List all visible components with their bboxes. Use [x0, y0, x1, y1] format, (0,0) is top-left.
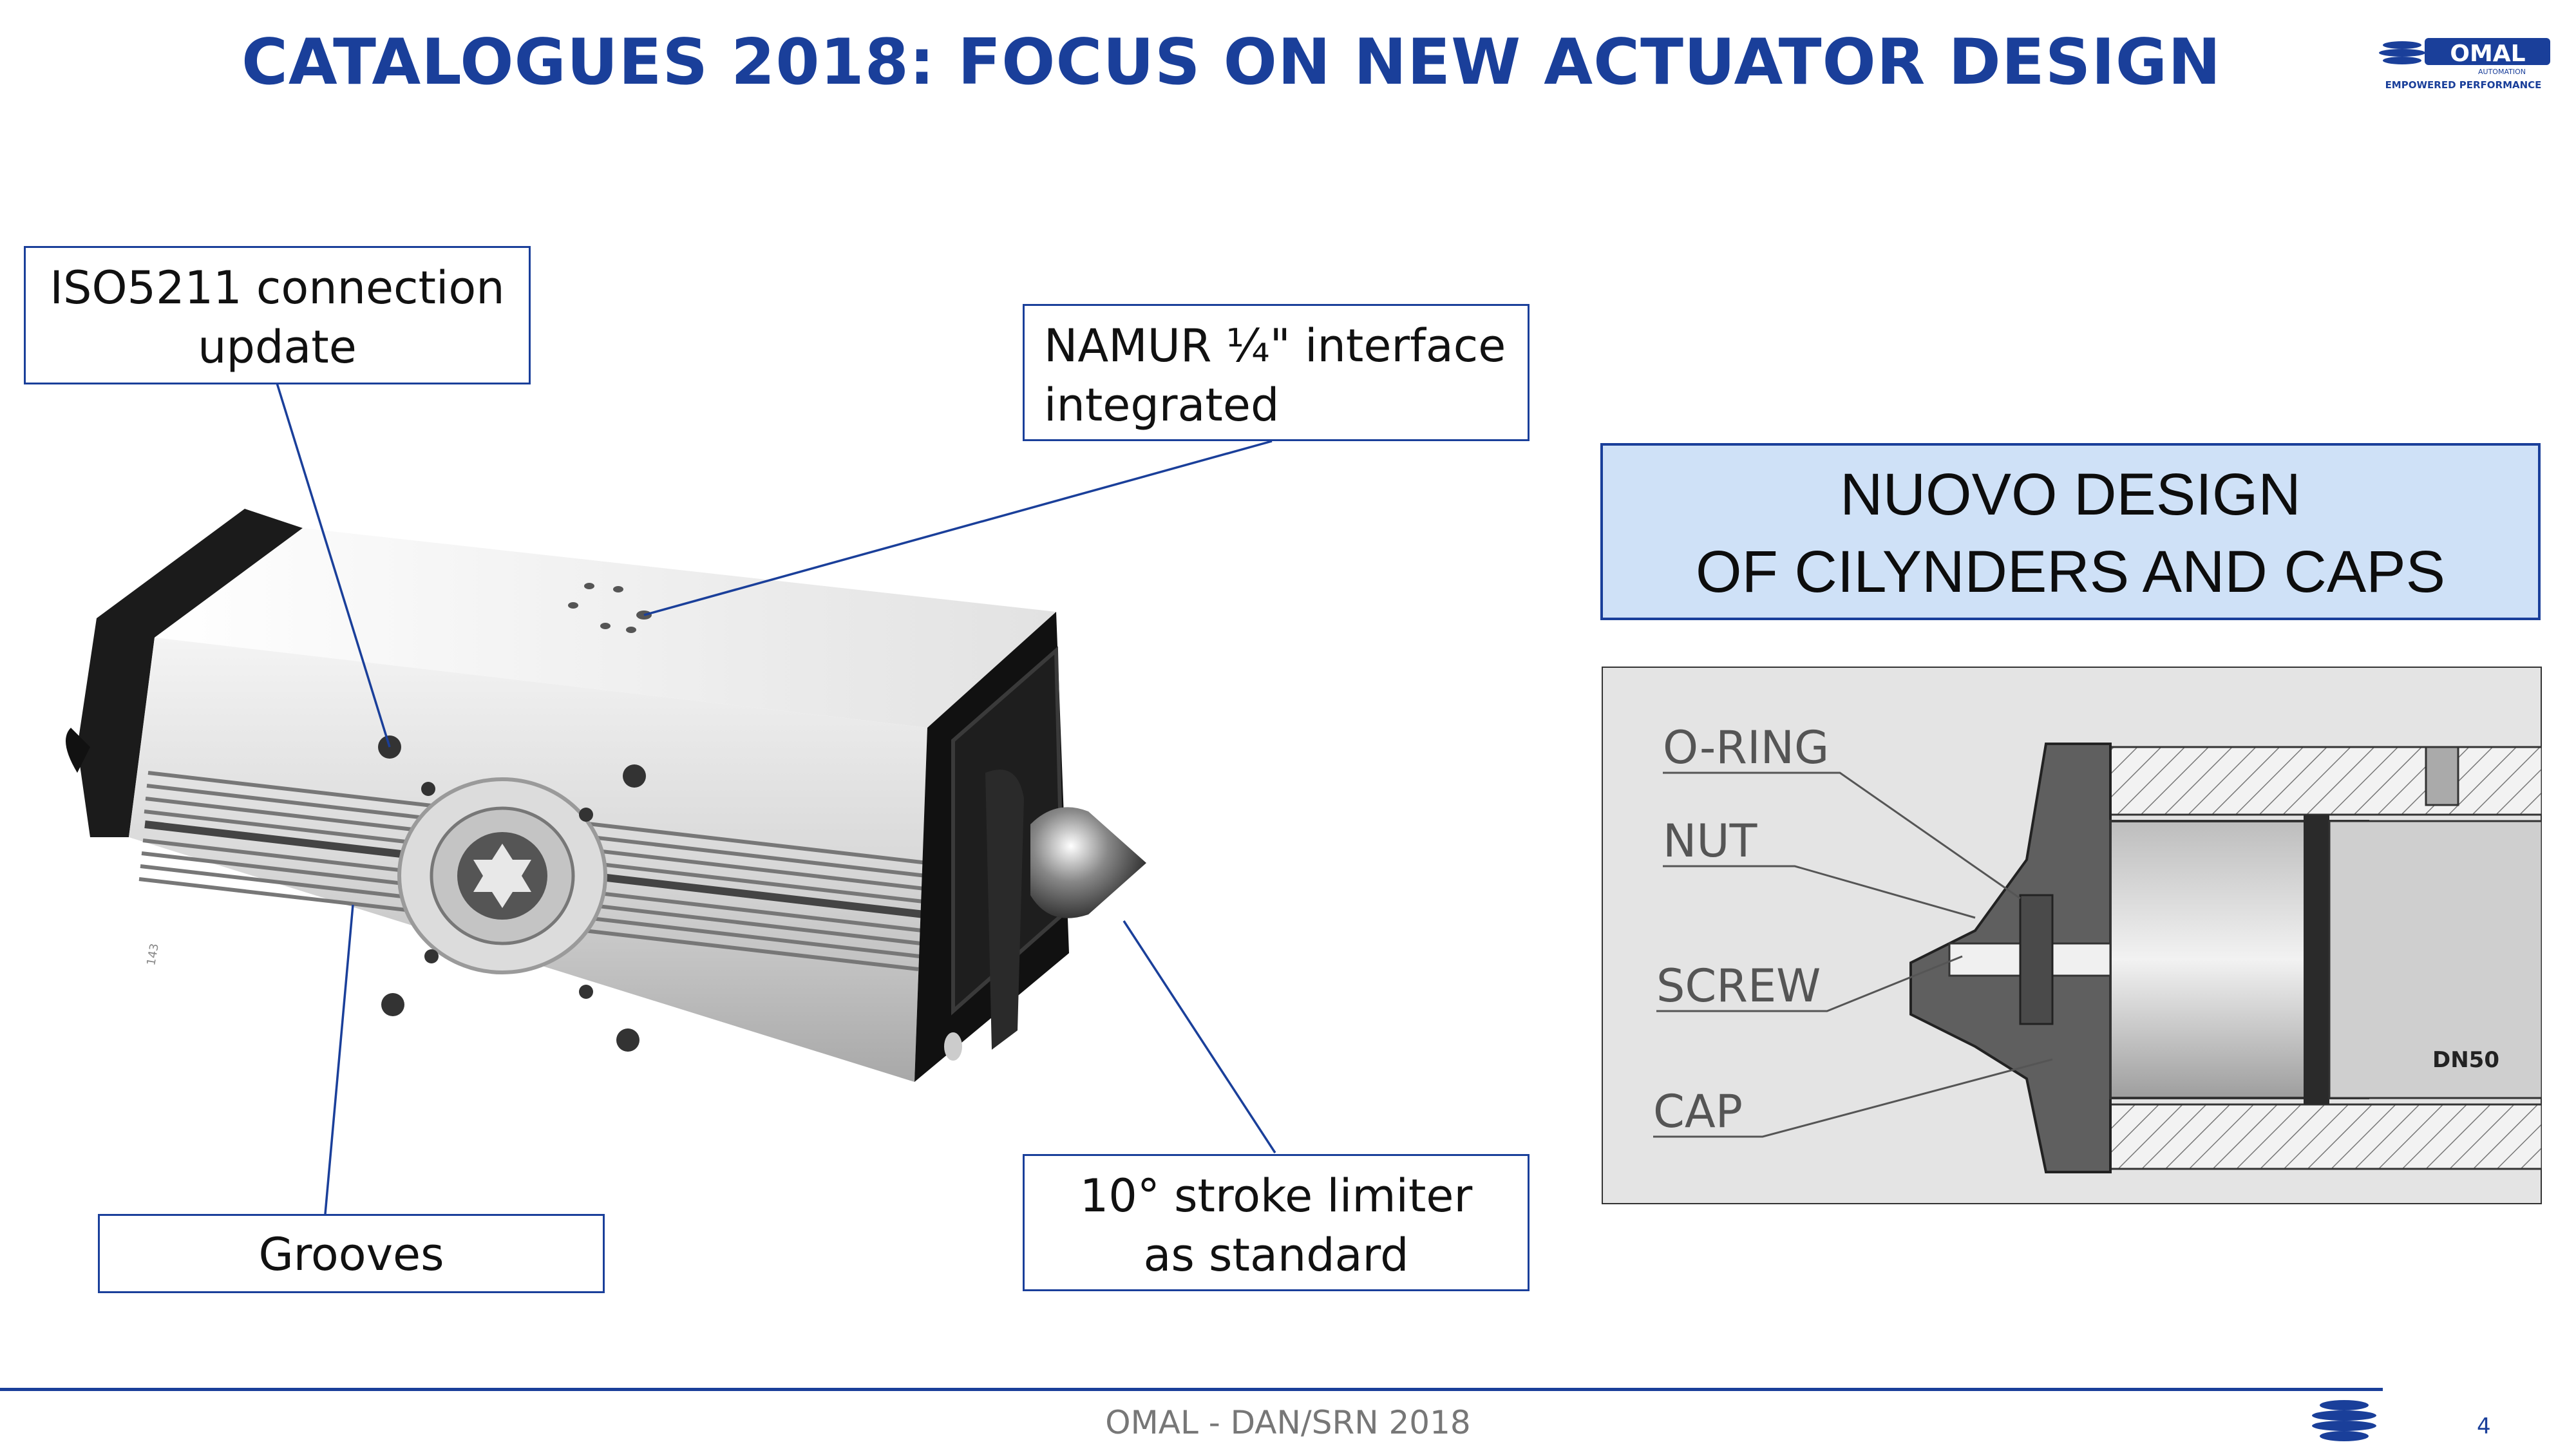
section-label-dn: DN50 [2432, 1047, 2499, 1073]
page-number: 4 [2477, 1414, 2491, 1439]
callout-grooves-line1: Grooves [258, 1228, 444, 1281]
footer-text: OMAL - DAN/SRN 2018 [1105, 1404, 1471, 1441]
logo-sub: AUTOMATION [2478, 68, 2526, 76]
callout-iso-line2: update [198, 321, 357, 374]
callout-grooves: Grooves [98, 1214, 605, 1293]
callout-iso5211: ISO5211 connection update [24, 246, 531, 384]
nuovo-line1: NUOVO DESIGN [1840, 462, 2301, 527]
actuator-mark: 143 [144, 942, 162, 966]
callout-stroke-line1: 10° stroke limiter [1079, 1170, 1473, 1222]
logo-tagline: EMPOWERED PERFORMANCE [2385, 79, 2542, 91]
callout-iso-line1: ISO5211 connection [50, 261, 505, 314]
slide-title: CATALOGUES 2018: FOCUS ON NEW ACTUATOR D… [242, 26, 2222, 99]
nuovo-design-box: NUOVO DESIGN OF CILYNDERS AND CAPS [1600, 443, 2541, 620]
section-label-screw: SCREW [1656, 960, 1821, 1012]
logo-name: OMAL [2450, 41, 2525, 67]
callout-namur: NAMUR ¼" interface integrated [1023, 304, 1530, 441]
section-label-oring: O-RING [1663, 721, 1829, 774]
nuovo-line2: OF CILYNDERS AND CAPS [1696, 539, 2445, 605]
callout-stroke-limiter: 10° stroke limiter as standard [1023, 1154, 1530, 1291]
callout-namur-line1: NAMUR ¼" interface [1044, 319, 1506, 372]
section-label-nut: NUT [1663, 815, 1757, 867]
callout-namur-line2: integrated [1044, 379, 1280, 431]
omal-logo: OMAL AUTOMATION EMPOWERED PERFORMANCE [2379, 38, 2550, 91]
footer-logo-icon [2312, 1400, 2376, 1441]
footer-divider [0, 1388, 2383, 1391]
section-label-cap: CAP [1653, 1085, 1743, 1138]
callout-stroke-line2: as standard [1143, 1229, 1409, 1282]
actuator-illustration: 143 [66, 509, 1146, 1082]
cap-cross-section: O-RING NUT SCREW CAP DN50 [1602, 667, 2542, 1204]
